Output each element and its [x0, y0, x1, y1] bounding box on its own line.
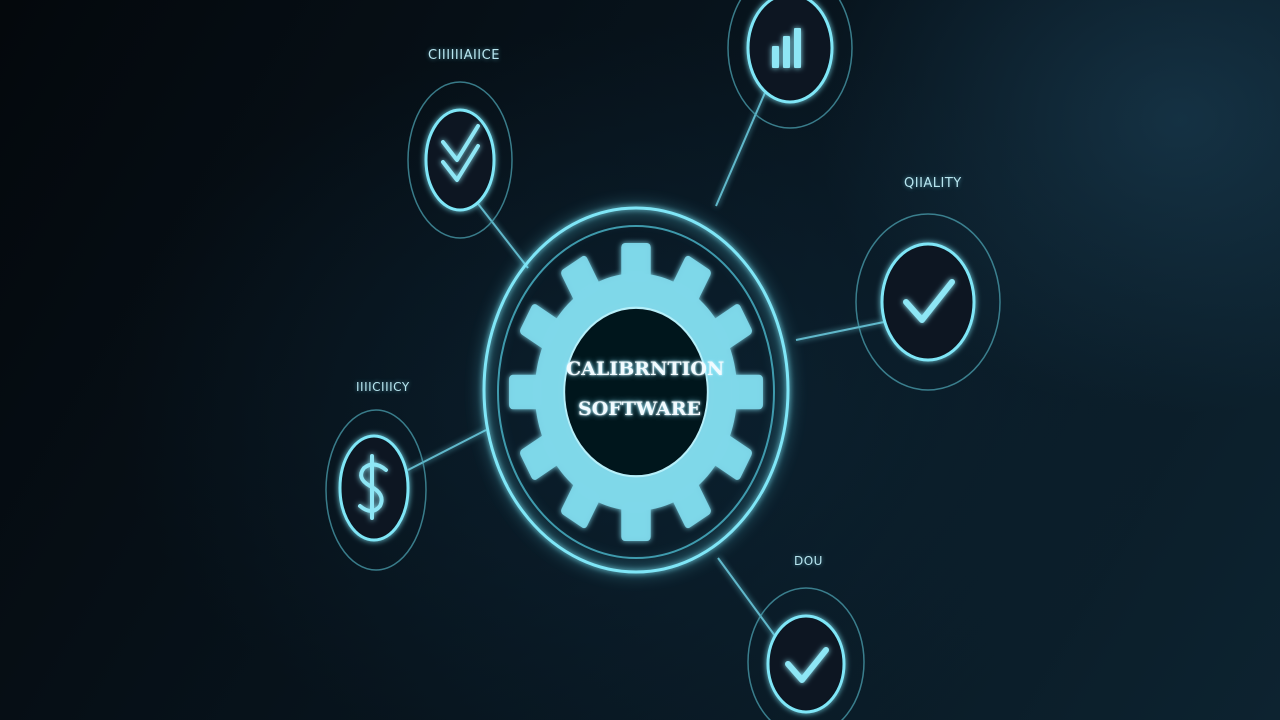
connector-roi	[717, 557, 779, 641]
label-compliance: CIIIIIIAIICE	[428, 48, 500, 63]
bar-chart-icon	[772, 28, 801, 68]
check-icon	[785, 647, 829, 683]
label-roi: DOU	[794, 554, 823, 568]
connector-compliance	[471, 195, 529, 269]
connector-chart	[715, 87, 768, 207]
gear-icon	[509, 242, 763, 542]
label-quality: QIIALITY	[904, 176, 962, 191]
hub-outer-ring	[482, 206, 790, 574]
connector-efficiency	[407, 429, 487, 471]
central-gear-hub	[481, 205, 791, 575]
node-quality	[855, 213, 1001, 391]
connector-lines	[407, 87, 885, 641]
hub-inner-ring	[497, 225, 775, 559]
node-roi	[747, 587, 865, 720]
check-icon	[903, 279, 955, 323]
double-check-icon	[441, 124, 480, 182]
center-title-line1: CALIBRNTION	[566, 358, 725, 380]
center-title-line2: SOFTWARE	[578, 398, 702, 420]
dollar-icon	[358, 454, 388, 520]
connector-quality	[795, 321, 885, 341]
label-efficiency: IIIICIIICY	[356, 380, 410, 394]
node-chart	[727, 0, 853, 129]
node-efficiency	[325, 409, 427, 571]
node-compliance	[407, 81, 513, 239]
